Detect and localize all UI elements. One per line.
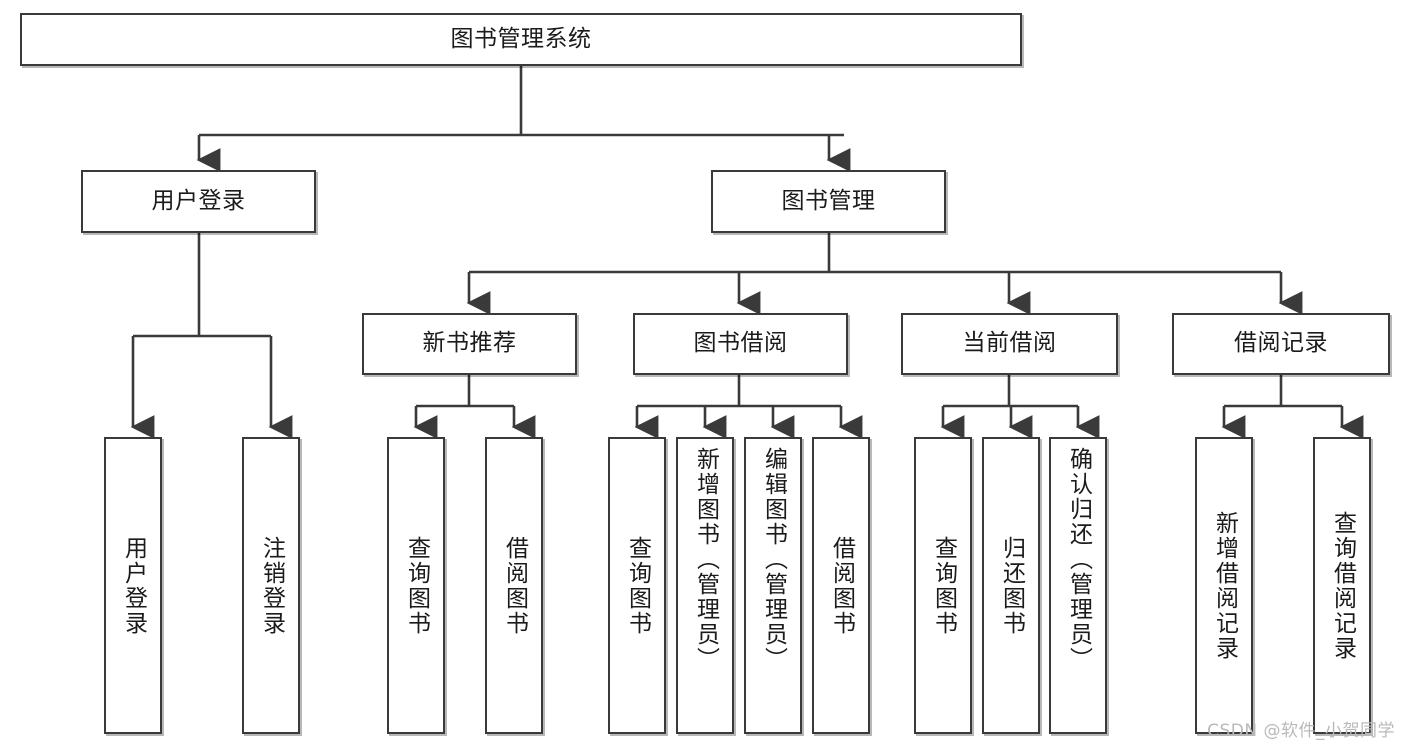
node-book-manage[interactable]: 图书管理 bbox=[711, 170, 946, 233]
node-leaf-return-book[interactable]: 归还图书 bbox=[982, 437, 1040, 734]
node-book-borrow[interactable]: 图书借阅 bbox=[633, 313, 848, 375]
node-current-borrow[interactable]: 当前借阅 bbox=[901, 313, 1118, 375]
node-leaf-add-borrow-record[interactable]: 新增借阅记录 bbox=[1195, 437, 1253, 734]
node-new-book-recommend[interactable]: 新书推荐 bbox=[362, 313, 577, 375]
node-label: 借阅图书 bbox=[828, 535, 855, 636]
node-label: 查询图书 bbox=[930, 535, 957, 636]
node-leaf-borrow-book-borrow[interactable]: 借阅图书 bbox=[812, 437, 870, 734]
node-leaf-borrow-book-rec[interactable]: 借阅图书 bbox=[485, 437, 543, 734]
node-label: 查询图书 bbox=[624, 535, 651, 636]
node-label: 当前借阅 bbox=[962, 330, 1057, 357]
node-leaf-query-book-borrow[interactable]: 查询图书 bbox=[608, 437, 666, 734]
watermark: CSDN @软件_小贺同学 bbox=[1207, 721, 1395, 741]
node-leaf-add-book-admin[interactable]: 新增图书（管理员） bbox=[676, 437, 734, 734]
node-label: 查询图书 bbox=[403, 535, 430, 636]
node-label: 借阅记录 bbox=[1234, 330, 1328, 357]
node-label: 图书管理 bbox=[781, 187, 876, 214]
node-label: 图书管理系统 bbox=[450, 25, 592, 52]
node-label: 注销登录 bbox=[258, 535, 285, 636]
node-label: 编辑图书（管理员） bbox=[760, 447, 787, 672]
node-borrow-record[interactable]: 借阅记录 bbox=[1172, 313, 1390, 375]
node-leaf-query-book-rec[interactable]: 查询图书 bbox=[387, 437, 445, 734]
node-label: 用户登录 bbox=[120, 535, 147, 636]
node-leaf-user-login[interactable]: 用户登录 bbox=[104, 437, 162, 734]
node-label: 确认归还（管理员） bbox=[1065, 447, 1092, 672]
node-label: 用户登录 bbox=[151, 187, 246, 214]
node-label: 图书借阅 bbox=[693, 330, 788, 357]
node-leaf-query-borrow-record[interactable]: 查询借阅记录 bbox=[1313, 437, 1371, 734]
node-leaf-user-logout[interactable]: 注销登录 bbox=[242, 437, 300, 734]
node-label: 新增借阅记录 bbox=[1211, 510, 1238, 661]
node-label: 归还图书 bbox=[998, 535, 1025, 636]
node-leaf-confirm-return-admin[interactable]: 确认归还（管理员） bbox=[1049, 437, 1107, 734]
node-label: 新书推荐 bbox=[422, 330, 517, 357]
node-root-book-management-system[interactable]: 图书管理系统 bbox=[20, 13, 1022, 66]
node-label: 借阅图书 bbox=[501, 535, 528, 636]
node-user-login[interactable]: 用户登录 bbox=[81, 170, 316, 233]
node-leaf-edit-book-admin[interactable]: 编辑图书（管理员） bbox=[744, 437, 802, 734]
node-label: 查询借阅记录 bbox=[1329, 510, 1356, 661]
node-label: 新增图书（管理员） bbox=[692, 447, 719, 672]
node-leaf-query-book-current[interactable]: 查询图书 bbox=[914, 437, 972, 734]
